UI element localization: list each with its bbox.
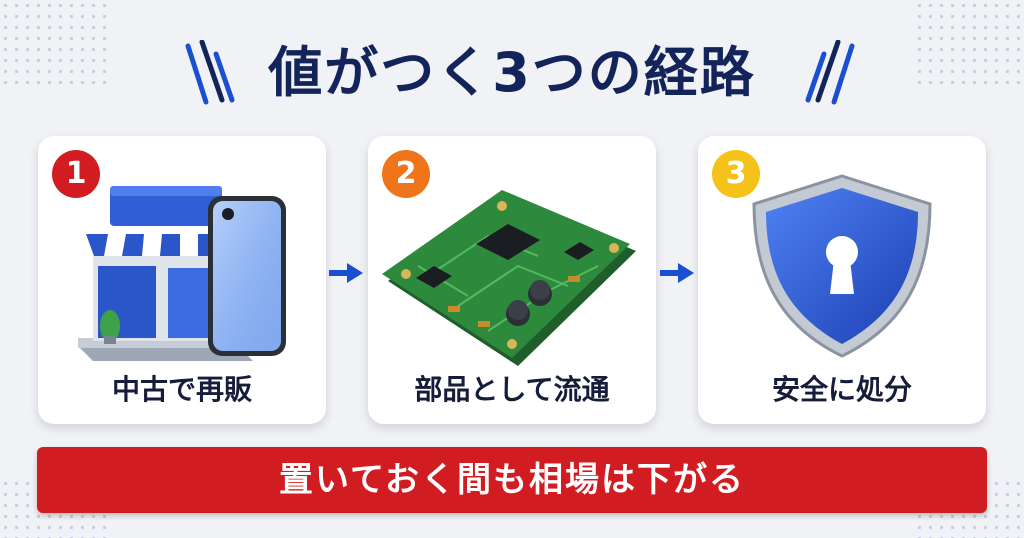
warning-banner: 置いておく間も相場は下がる [37,447,987,513]
shield-lock-icon [752,174,932,358]
step-label: 中古で再販 [111,373,252,406]
page-title: 値がつく3つの経路 [268,41,756,104]
step-number-badge: 3 [712,150,760,198]
circuit-board-icon [382,190,636,366]
arrow-right-icon [660,263,694,283]
accent-slashes-left-icon [185,40,235,105]
shop-smartphone-icon [78,186,286,361]
step-number-badge: 2 [382,150,430,198]
dot-pattern [0,0,110,90]
step-label: 部品として流通 [414,373,610,406]
step-card-resale: 1 中古で再販 [38,136,326,424]
arrow-right-icon [329,263,363,283]
step-label: 安全に処分 [771,373,912,406]
banner-text: 置いておく間も相場は下がる [279,460,745,500]
dot-pattern [914,0,1024,90]
step-card-disposal: 3 安全に処分 [698,136,986,424]
step-card-parts: 2 部品として流通 [368,136,656,424]
accent-slashes-right-icon [805,40,855,105]
step-number-badge: 1 [52,150,100,198]
